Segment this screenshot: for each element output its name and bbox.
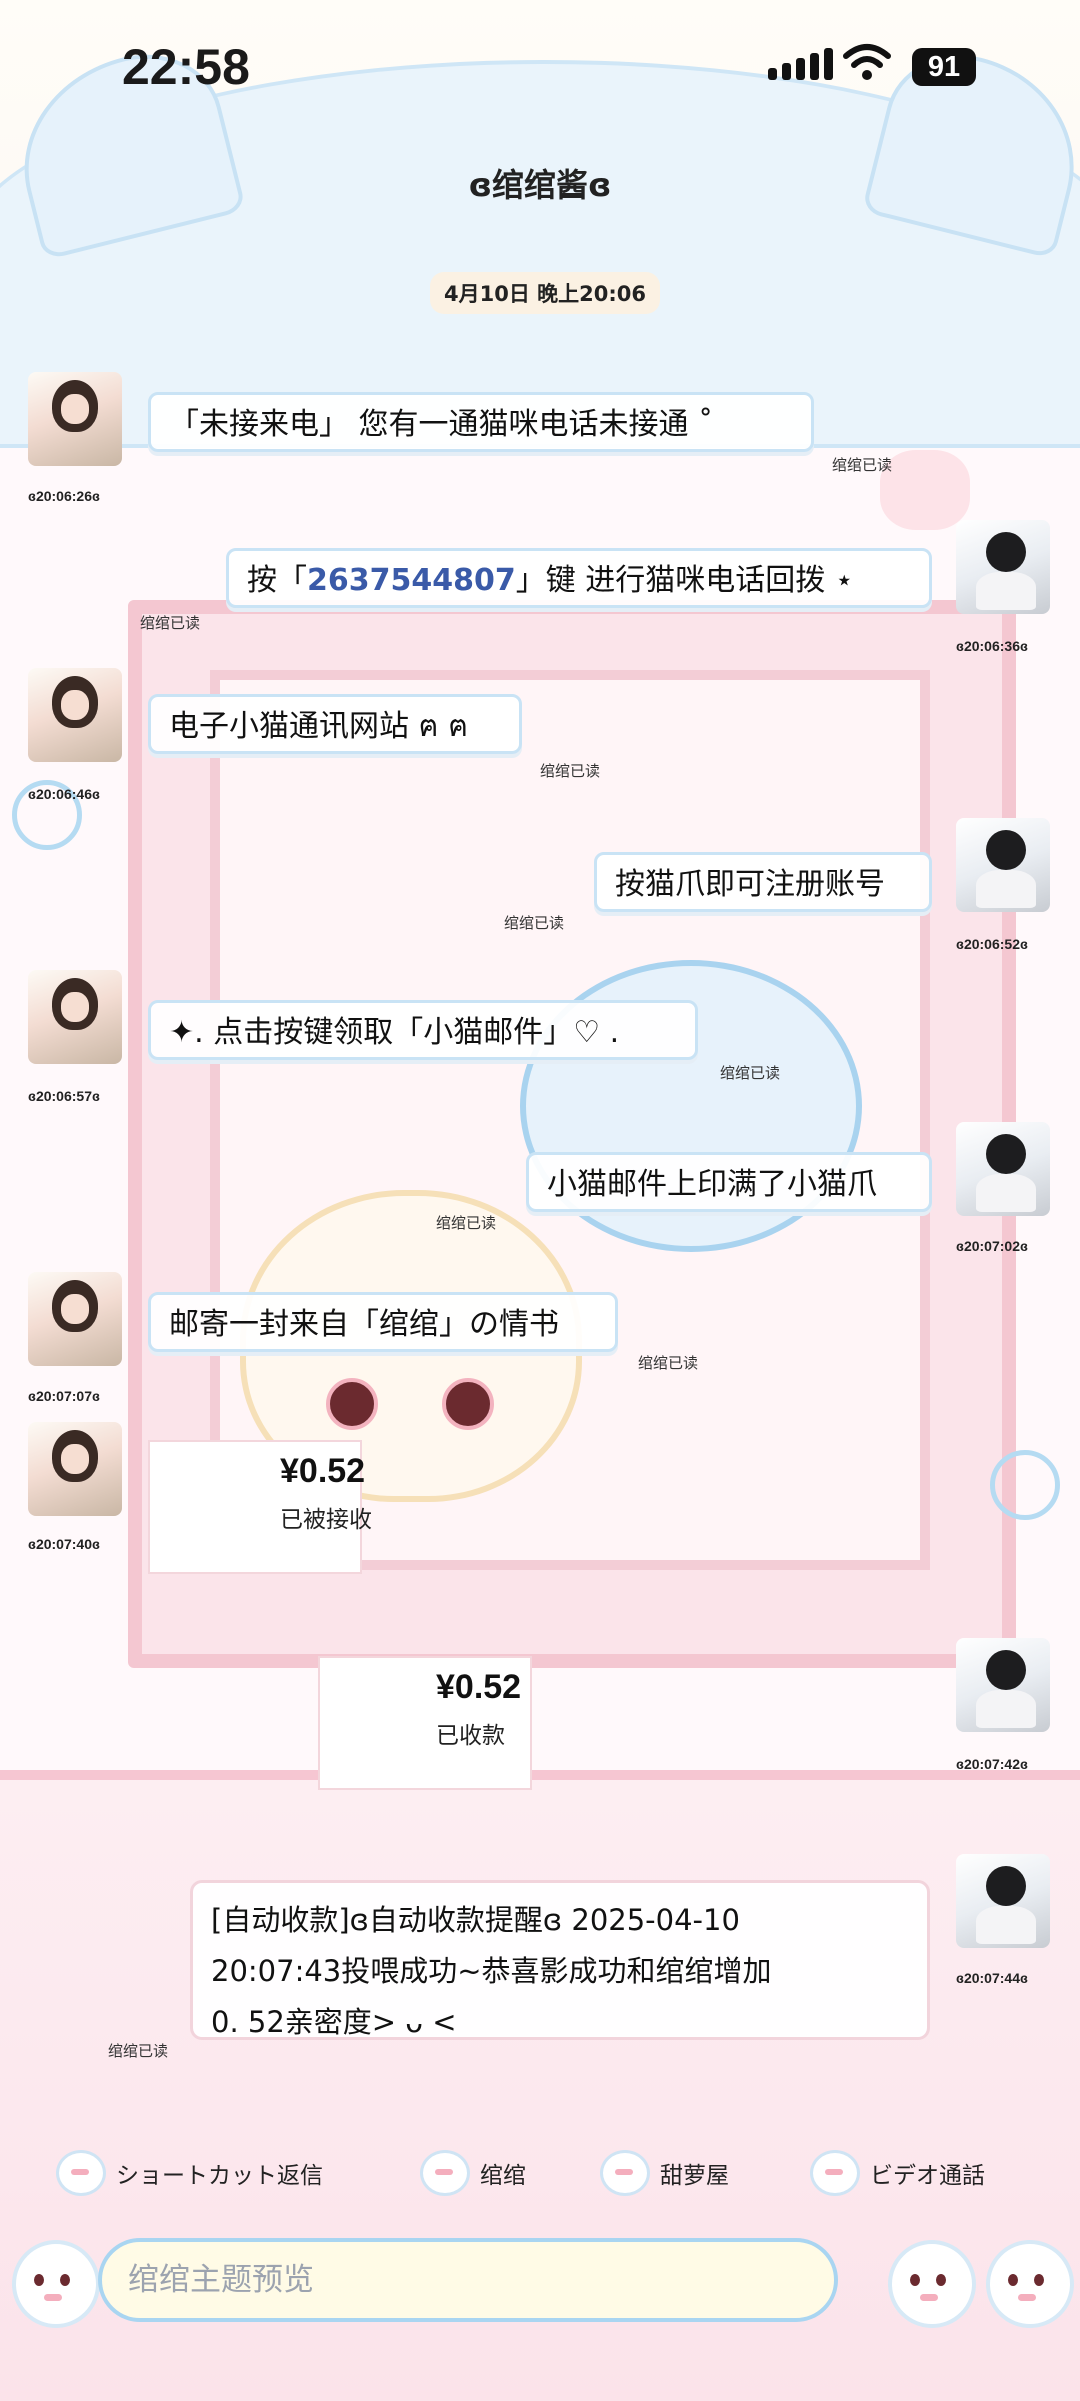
contact-avatar[interactable] [28, 1422, 122, 1516]
message-bubble[interactable]: 小猫邮件上印满了小猫爪 [526, 1152, 932, 1212]
read-receipt: 绾绾已读 [140, 614, 201, 632]
message-timestamp: ɞ20:07:40ɞ [28, 1536, 100, 1552]
self-avatar[interactable] [956, 1638, 1050, 1732]
contact-avatar[interactable] [28, 372, 122, 466]
quick-action-label: ビデオ通話 [870, 2163, 985, 2189]
message-timestamp: ɞ20:06:52ɞ [956, 936, 1028, 952]
background-floor-line [0, 1770, 1080, 1780]
auto-receipt-message[interactable]: [自动收款]ɞ自动收款提醒ɞ 2025-04-10 20:07:43投喂成功~恭… [190, 1880, 930, 2040]
self-avatar[interactable] [956, 520, 1050, 614]
message-bubble[interactable]: 「未接来电」 您有一通猫咪电话未接通 ˚ [148, 392, 814, 452]
transfer-card[interactable] [318, 1656, 532, 1790]
message-text: 」键 进行猫咪电话回拨 ⋆ [515, 563, 854, 598]
contact-avatar[interactable] [28, 970, 122, 1064]
message-bubble[interactable]: 按猫爪即可注册账号 [594, 852, 932, 912]
background-heart [880, 450, 970, 530]
voice-input-button[interactable] [12, 2240, 100, 2328]
self-avatar[interactable] [956, 1122, 1050, 1216]
message-text: 按「 [247, 563, 307, 598]
contact-avatar[interactable] [28, 1272, 122, 1366]
message-timestamp: ɞ20:07:44ɞ [956, 1970, 1028, 1986]
character-icon [420, 2150, 470, 2196]
read-receipt: 绾绾已读 [436, 1214, 497, 1232]
message-timestamp: ɞ20:07:07ɞ [28, 1388, 100, 1404]
read-receipt: 绾绾已读 [108, 2042, 169, 2060]
read-receipt: 绾绾已读 [504, 914, 565, 932]
read-receipt: 绾绾已读 [540, 762, 601, 780]
auto-receipt-line: 20:07:43投喂成功~恭喜影成功和绾绾增加 [211, 1954, 772, 1988]
message-timestamp: ɞ20:07:42ɞ [956, 1756, 1028, 1772]
message-bubble[interactable]: 按「2637544807」键 进行猫咪电话回拨 ⋆ [226, 548, 932, 608]
quick-action-label: ショートカット返信 [116, 2163, 323, 2189]
auto-receipt-line: 0. 52亲密度> ᴗ < [211, 2005, 457, 2039]
self-avatar[interactable] [956, 818, 1050, 912]
message-timestamp: ɞ20:06:26ɞ [28, 488, 100, 504]
chat-title[interactable]: ɞ绾绾酱ɞ [468, 166, 612, 204]
message-input[interactable]: 绾绾主题预览 [98, 2238, 838, 2322]
transfer-card[interactable] [148, 1440, 362, 1574]
background-bunny-eye-right [442, 1378, 494, 1430]
message-bubble[interactable]: ✦. 点击按键领取「小猫邮件」♡ . [148, 1000, 698, 1060]
message-bubble[interactable]: 邮寄一封来自「绾绾」の情书 [148, 1292, 618, 1352]
quick-action-bar: ショートカット返信 绾绾 甜萝屋 ビデオ通話 [0, 2150, 1080, 2200]
read-receipt: 绾绾已读 [832, 456, 893, 474]
background-circle [990, 1450, 1060, 1520]
video-call-icon [810, 2150, 860, 2196]
message-timestamp: ɞ20:06:36ɞ [956, 638, 1028, 654]
status-time: 22:58 [122, 39, 250, 95]
message-timestamp: ɞ20:06:57ɞ [28, 1088, 100, 1104]
transfer-status: 已收款 [436, 1723, 505, 1749]
self-avatar[interactable] [956, 1854, 1050, 1948]
message-bubble[interactable]: 电子小猫通讯网站 ฅ ฅ [148, 694, 522, 754]
transfer-status: 已被接收 [280, 1507, 372, 1533]
quick-action-label: 甜萝屋 [660, 2163, 729, 2189]
transfer-amount: ¥0.52 [280, 1452, 366, 1490]
read-receipt: 绾绾已读 [720, 1064, 781, 1082]
quick-action-label: 绾绾 [480, 2163, 526, 2189]
house-icon [600, 2150, 650, 2196]
background-bunny-eye-left [326, 1378, 378, 1430]
quick-action-sweet-house[interactable]: 甜萝屋 [600, 2150, 729, 2196]
message-timestamp: ɞ20:07:02ɞ [956, 1238, 1028, 1254]
wifi-icon [843, 44, 891, 80]
quick-reply-shortcut[interactable]: ショートカット返信 [56, 2150, 323, 2196]
auto-receipt-line: [自动收款]ɞ自动收款提醒ɞ 2025-04-10 [211, 1903, 740, 1937]
transfer-amount: ¥0.52 [436, 1668, 522, 1706]
background-circle [12, 780, 82, 850]
quick-action-wanwan[interactable]: 绾绾 [420, 2150, 526, 2196]
signal-icon [768, 48, 833, 80]
read-receipt: 绾绾已读 [638, 1354, 699, 1372]
date-divider: 4月10日 晚上20:06 [430, 272, 660, 314]
emoji-button[interactable] [888, 2240, 976, 2328]
quick-action-video-call[interactable]: ビデオ通話 [810, 2150, 985, 2196]
contact-avatar[interactable] [28, 668, 122, 762]
more-actions-button[interactable] [986, 2240, 1074, 2328]
message-timestamp: ɞ20:06:46ɞ [28, 786, 100, 802]
callback-number[interactable]: 2637544807 [307, 563, 516, 598]
battery-indicator: 91 [912, 48, 976, 86]
quick-reply-icon [56, 2150, 106, 2196]
